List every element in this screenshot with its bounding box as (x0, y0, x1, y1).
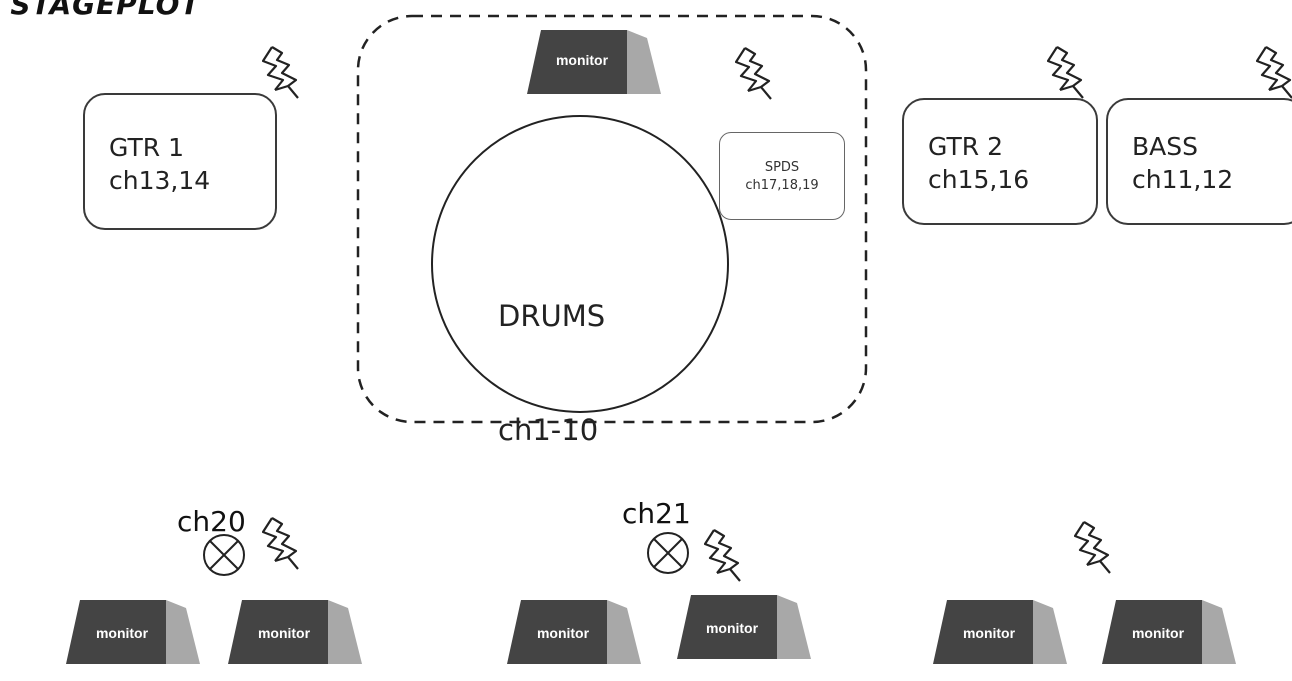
instrument-box-bass: BASS ch11,12 (1106, 98, 1292, 225)
instrument-channels: ch15,16 (928, 165, 1030, 194)
svg-text:monitor: monitor (556, 52, 609, 68)
instrument-box-gtr1: GTR 1 ch13,14 (83, 93, 277, 230)
svg-text:monitor: monitor (706, 620, 759, 636)
drums-channels: ch1-10 (498, 413, 599, 447)
svg-text:monitor: monitor (258, 625, 311, 641)
power-icon (1256, 45, 1292, 100)
monitor-wedge-icon: monitor (507, 600, 641, 664)
monitor-wedge-icon: monitor (66, 600, 200, 664)
instrument-name: GTR 1 (109, 133, 184, 162)
drums-label: DRUMS ch1-10 (498, 221, 605, 525)
monitor-wedge-icon: monitor (933, 600, 1067, 664)
microphone-icon (203, 534, 245, 576)
svg-text:monitor: monitor (1132, 625, 1185, 641)
monitor-wedge-icon: monitor (1102, 600, 1236, 664)
mic-channel-label: ch21 (622, 497, 691, 530)
spds-name: SPDS (764, 160, 800, 175)
monitor-wedge-icon: monitor (677, 595, 811, 659)
mic-channel-label: ch20 (177, 505, 246, 538)
monitor-wedge-icon: monitor (228, 600, 362, 664)
svg-text:monitor: monitor (537, 625, 590, 641)
power-icon (262, 45, 300, 100)
spds-channels: ch17,18,19 (745, 178, 819, 193)
power-icon (1047, 45, 1085, 100)
drums-name: DRUMS (498, 299, 606, 333)
svg-text:monitor: monitor (96, 625, 149, 641)
instrument-channels: ch13,14 (109, 166, 211, 195)
instrument-channels: ch11,12 (1132, 165, 1234, 194)
drum-riser (356, 14, 868, 424)
page-title: . STAGEPLOT (0, 0, 201, 21)
microphone-icon (647, 532, 689, 574)
instrument-name: BASS (1132, 132, 1198, 161)
power-icon (1074, 520, 1112, 575)
instrument-name: GTR 2 (928, 132, 1003, 161)
drum-kit (431, 115, 729, 413)
power-icon (735, 46, 773, 101)
svg-text:monitor: monitor (963, 625, 1016, 641)
power-icon (262, 516, 300, 571)
power-icon (704, 528, 742, 583)
instrument-box-gtr2: GTR 2 ch15,16 (902, 98, 1098, 225)
monitor-wedge-icon: monitor (527, 30, 661, 94)
spds-box: SPDS ch17,18,19 (719, 132, 845, 220)
